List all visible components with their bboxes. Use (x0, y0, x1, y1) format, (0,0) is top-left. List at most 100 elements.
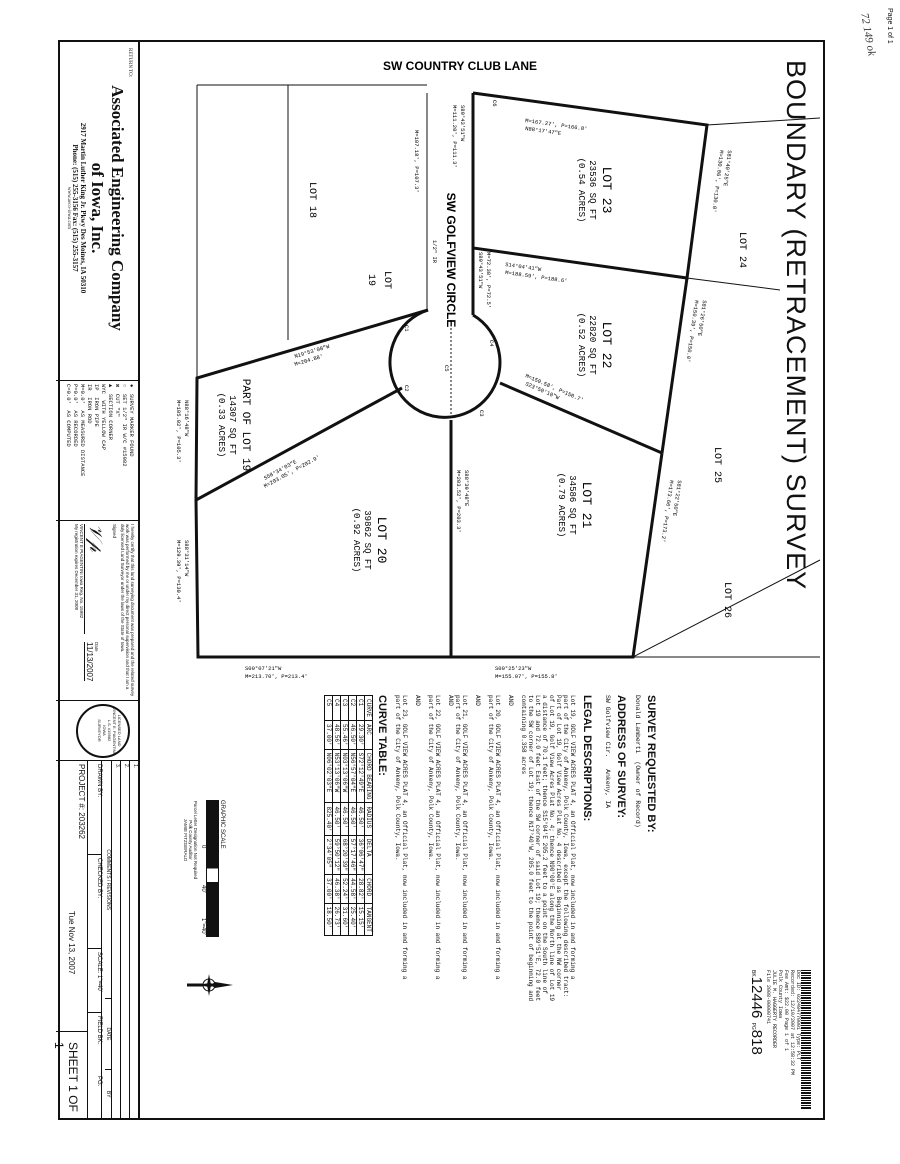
curve-table-cell: 46.50' (348, 720, 357, 750)
legal-paragraph: Lot 22, GOLF VIEW ACRES PLAT 4, an Offic… (427, 695, 441, 980)
lot-acres: (0.33 ACRES) (216, 393, 226, 458)
legend-item: ⊠ CUT "X" (114, 384, 121, 418)
legend-item: C=0.0' AS COMPUTED (65, 384, 72, 447)
title-block: RETURN TO: Associated Engineering Compan… (52, 40, 140, 1120)
street-country-club-lane: SW COUNTRY CLUB LANE (383, 59, 537, 73)
bearing-label: S88°39'48"E (463, 470, 470, 507)
curve-table-cell: 57°17'46" (348, 835, 357, 875)
lot-label: LOT 21 (579, 482, 594, 529)
curve-table-label: CURVE TABLE: (376, 695, 388, 776)
lot-area: 23536 SQ FT (587, 160, 597, 220)
field-page: PG: (96, 1076, 102, 1087)
curve-table-cell: 37.00' (324, 874, 333, 904)
adjacent-lot-label: LOT 25 (711, 447, 722, 483)
revision-header: BY (105, 1069, 111, 1120)
lot-22-21-line (499, 381, 663, 455)
legal-paragraph: AND (474, 695, 481, 706)
legend-item: M=0.0' AS MEASURED DISTANCE (79, 384, 86, 477)
scale-zero: 0 (200, 845, 206, 849)
curve-table-cell: 37.00' (324, 720, 333, 750)
curve-table-cell: C4 (332, 695, 341, 721)
bearing-label: M=203.52', P=203.3' (455, 470, 462, 533)
curve-table-cell: N06°02'03"E (324, 749, 333, 803)
curve-table-cell: N56°57'04"E (348, 749, 357, 803)
scale-ratio: 1"=40' (200, 918, 206, 935)
lot-label: PART OF LOT 19 (239, 379, 251, 471)
legend-item: ● SURVEY MARKER FOUND (128, 384, 135, 457)
bearing-label: S89°43'51"W (459, 105, 466, 142)
certification-text: I hereby certify that this land surveyin… (120, 524, 135, 697)
legal-paragraph: Lot 20, GOLF VIEW ACRES PLAT 4, an Offic… (487, 695, 501, 980)
legal-paragraph: AND (414, 695, 421, 706)
survey-requested-value: Donald Lamberti (Owner of Record) (634, 695, 641, 828)
legend-item: ▲ SECTION CORNER (107, 384, 114, 441)
bearing-label: C5 (443, 365, 450, 372)
bearing-label: M=129.39', P=130.4' (175, 540, 182, 603)
survey-boundaries (194, 91, 709, 659)
curve-table-cell: 18.50' (324, 903, 333, 936)
bearing-label: M=111.20', P=111.3' (451, 105, 458, 168)
handwritten-note: 72 149 ok (858, 12, 878, 57)
adjacent-lot-label: LOT 24 (736, 232, 747, 268)
bearing-label: C4 (488, 340, 495, 347)
parcel-note-line: JAMIE FITZGERALD (183, 818, 188, 862)
scale-bar (206, 800, 219, 937)
lot-22-east (660, 277, 689, 454)
adjacent-lot-label: LOT 26 (721, 582, 732, 618)
revision-row: 1. (129, 761, 138, 1120)
bearing-label: S89°43'51"W (477, 252, 484, 289)
legal-paragraph: Lot 21, GOLF VIEW ACRES PLAT 4, an Offic… (447, 695, 468, 980)
curve-table-cell: 36°06'47" (356, 835, 365, 875)
certification: I hereby certify that this land surveyin… (56, 520, 138, 700)
curve-table-cell: 25.40' (348, 903, 357, 936)
curve-table-cell: 44.58' (348, 874, 357, 904)
curve-table-header: RADIUS (364, 802, 373, 836)
lot-label: LOT 23 (599, 167, 614, 214)
revision-header: COMMENTS / REVISIONS (105, 761, 111, 1000)
curve-table-header: CHORD BEARING (364, 749, 373, 803)
curve-table-cell: 2°34'05" (324, 835, 333, 875)
legal-label: LEGAL DESCRIPTIONS: (581, 695, 593, 822)
curve-table-header: DELTA (364, 835, 373, 875)
curve-table-cell: 46.50' (340, 802, 349, 836)
curve-table-cell: 46.50' (356, 802, 365, 836)
company-website: www.aeco-iowa.com (66, 186, 71, 230)
lot-area: 34586 SQ FT (567, 475, 577, 535)
curve-table-cell: 59°50'12" (332, 835, 341, 875)
bearing-label: S81°40'25"E (722, 150, 733, 188)
sheet-number: SHEET 1 OF 1 (52, 1031, 88, 1120)
adjacent-lot-label: LOT (381, 271, 392, 289)
adjacent-lot-label: LOT 18 (306, 182, 317, 218)
curve-table-header: CHORD (364, 874, 373, 904)
curve-table-cell: 52.24' (340, 874, 349, 904)
curve-table-cell: 48.56' (332, 720, 341, 750)
drawn-by: DRAWN BY: (88, 761, 102, 855)
lot-area: 39862 SQ FT (362, 510, 372, 570)
bearing-label: S00°25'23"W (495, 665, 532, 672)
company-block: RETURN TO: Associated Engineering Compan… (66, 48, 132, 368)
bearing-label: 1/2" IR (431, 240, 438, 264)
curve-table-header: TANGENT (364, 903, 373, 936)
seal-text: SURVEYOR (97, 719, 102, 742)
curve-table-header: CURVE (364, 695, 373, 721)
cul-de-sac-arc (388, 308, 502, 419)
survey-sheet: BOUNDARY (RETRACEMENT) SURVEY Doc ID: 02… (52, 40, 825, 1120)
seal-text: LICENSED LAND (117, 714, 122, 747)
curve-table-cell: C2 (348, 695, 357, 721)
bearing-label: M=72.38', P=72.5' (485, 252, 492, 308)
revision-row: 3. (111, 761, 120, 1120)
curve-table-cell: C5 (324, 695, 333, 721)
scale-label: GRAPHIC SCALE (219, 800, 225, 849)
company-name: Associated Engineering Company (108, 85, 127, 331)
graphic-scale: GRAPHIC SCALE 0 40' 1"=40' Parcel Letter… (183, 800, 225, 950)
lot-acres: (0.52 ACRES) (576, 313, 586, 378)
lot-area: 14307 SQ FT (227, 395, 237, 455)
legal-descriptions: Lot 19, GOLF VIEW ACRES PLAT 4, an Offic… (394, 695, 576, 1105)
